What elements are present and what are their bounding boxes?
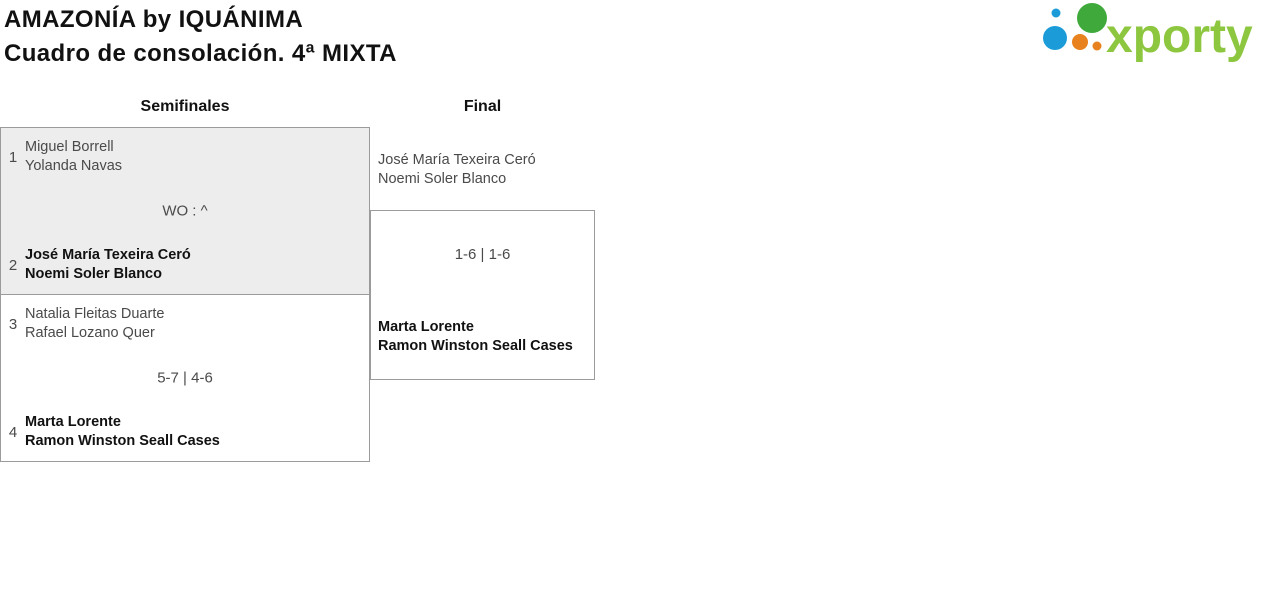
logo-dot-green-large-icon <box>1077 3 1107 33</box>
player-name: Marta Lorente <box>378 319 474 335</box>
team-names: Miguel Borrell Yolanda Navas <box>25 138 122 176</box>
team-names: Marta Lorente Ramon Winston Seall Cases <box>25 413 220 451</box>
team-names: Natalia Fleitas Duarte Rafael Lozano Que… <box>25 305 164 343</box>
logo-dot-blue-small-icon <box>1051 8 1061 18</box>
round-header-semifinals: Semifinales <box>140 98 230 115</box>
logo-dot-orange-small-icon <box>1092 41 1102 51</box>
page-header: AMAZONÍA by IQUÁNIMA Cuadro de consolaci… <box>4 3 397 71</box>
seed-number: 1 <box>8 148 18 166</box>
semifinal1-team-bottom: 2 José María Texeira Ceró Noemi Soler Bl… <box>1 246 369 284</box>
final-team-top: José María Texeira Ceró Noemi Soler Blan… <box>378 151 536 189</box>
round-header-final: Final <box>463 98 502 115</box>
match-score: 1-6 | 1-6 <box>454 246 511 263</box>
seed-number: 4 <box>8 423 18 441</box>
team-names: José María Texeira Ceró Noemi Soler Blan… <box>25 246 191 284</box>
player-name: Noemi Soler Blanco <box>378 171 507 187</box>
player-name: José María Texeira Ceró <box>25 247 191 263</box>
player-name: Marta Lorente <box>25 414 121 430</box>
player-name: Natalia Fleitas Duarte <box>25 306 165 322</box>
match-final-box <box>370 210 595 380</box>
player-name: Miguel Borrell <box>25 139 114 155</box>
match-score: WO : ^ <box>162 202 208 220</box>
player-name: Ramon Winston Seall Cases <box>378 338 573 354</box>
xporty-logo[interactable]: xporty <box>1042 2 1274 64</box>
seed-number: 2 <box>8 256 18 274</box>
team-names: Marta Lorente Ramon Winston Seall Cases <box>378 318 573 356</box>
semifinal2-team-top: 3 Natalia Fleitas Duarte Rafael Lozano Q… <box>1 305 369 343</box>
player-name: Yolanda Navas <box>25 158 123 174</box>
logo-text: xporty <box>1106 10 1253 63</box>
seed-number: 3 <box>8 315 18 333</box>
player-name: Ramon Winston Seall Cases <box>25 433 220 449</box>
page-title: AMAZONÍA by IQUÁNIMA <box>4 6 304 33</box>
semifinal2-team-bottom: 4 Marta Lorente Ramon Winston Seall Case… <box>1 413 369 451</box>
player-name: Noemi Soler Blanco <box>25 266 162 282</box>
player-name: Rafael Lozano Quer <box>25 325 155 341</box>
team-names: José María Texeira Ceró Noemi Soler Blan… <box>378 151 536 189</box>
final-team-bottom: Marta Lorente Ramon Winston Seall Cases <box>378 318 573 356</box>
semifinal1-team-top: 1 Miguel Borrell Yolanda Navas <box>1 138 369 176</box>
logo-dot-blue-large-icon <box>1043 26 1067 50</box>
match-score: 5-7 | 4-6 <box>157 369 213 387</box>
match-semifinal-1: 1 Miguel Borrell Yolanda Navas WO : ^ 2 … <box>0 127 370 295</box>
page-subtitle: Cuadro de consolación. 4ª MIXTA <box>4 40 397 67</box>
player-name: José María Texeira Ceró <box>378 152 536 168</box>
logo-dot-orange-icon <box>1072 34 1088 50</box>
match-semifinal-2: 3 Natalia Fleitas Duarte Rafael Lozano Q… <box>0 294 370 462</box>
